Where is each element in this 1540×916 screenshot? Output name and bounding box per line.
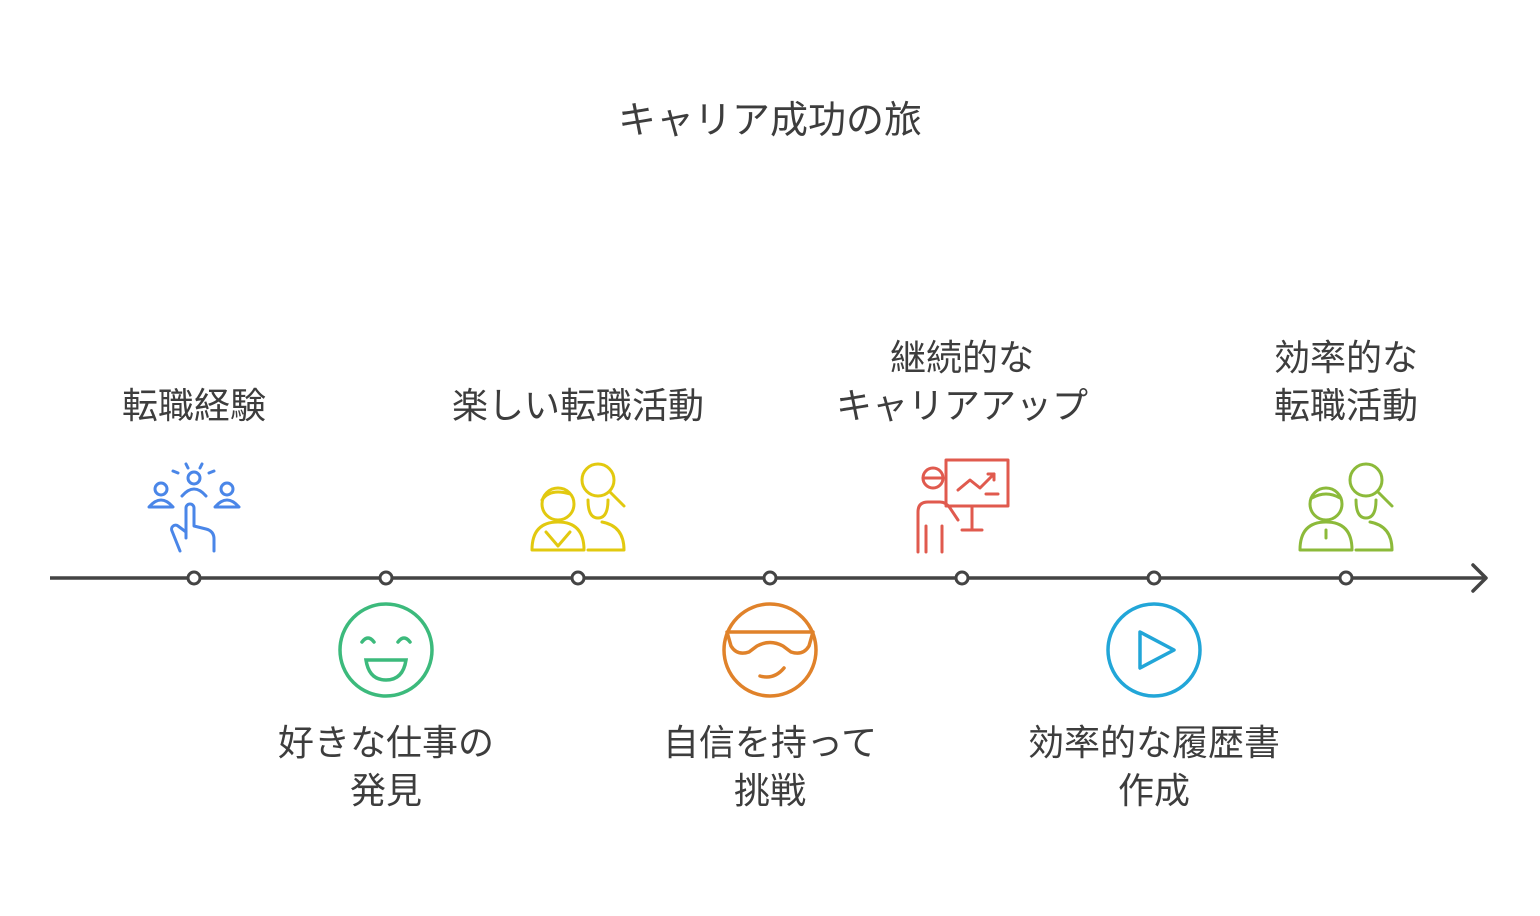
diagram-title: キャリア成功の旅 bbox=[617, 98, 922, 142]
play-button-icon bbox=[1106, 602, 1202, 698]
step-label: 効率的な転職活動 bbox=[1176, 335, 1516, 431]
step-label-line: 自信を持って bbox=[662, 723, 878, 764]
timeline-marker bbox=[378, 570, 394, 586]
smiling-face-icon bbox=[338, 602, 434, 698]
step-label: 楽しい転職活動 bbox=[408, 335, 748, 431]
step-label-line: 転職経験 bbox=[121, 386, 266, 427]
step-label: 効率的な履歴書作成 bbox=[984, 720, 1324, 816]
step-label-line: 作成 bbox=[1117, 771, 1190, 812]
timeline-markers bbox=[186, 570, 1354, 586]
timeline-marker bbox=[762, 570, 778, 586]
timeline-arrowhead bbox=[1471, 563, 1488, 593]
step-label-line: 発見 bbox=[349, 771, 422, 812]
step-label-line: 効率的な bbox=[1273, 338, 1418, 379]
people-pointer-icon bbox=[147, 462, 241, 553]
timeline-marker bbox=[186, 570, 202, 586]
step-label-line: 継続的な bbox=[889, 338, 1034, 379]
sunglasses-face-icon bbox=[722, 602, 818, 698]
people-search-icon bbox=[1298, 462, 1394, 552]
step-label-line: 好きな仕事の bbox=[277, 723, 494, 764]
timeline-marker bbox=[954, 570, 970, 586]
timeline-marker bbox=[1338, 570, 1354, 586]
step-label: 継続的なキャリアアップ bbox=[792, 335, 1132, 431]
step-label-line: 効率的な履歴書 bbox=[1027, 723, 1280, 764]
presenter-chart-icon bbox=[916, 458, 1010, 554]
step-label: 自信を持って挑戦 bbox=[600, 720, 940, 816]
people-search-icon bbox=[530, 462, 626, 552]
step-label: 好きな仕事の発見 bbox=[216, 720, 556, 816]
step-label-line: 楽しい転職活動 bbox=[451, 386, 704, 427]
step-label-line: 挑戦 bbox=[733, 771, 806, 812]
step-label: 転職経験 bbox=[24, 335, 364, 431]
timeline-marker bbox=[1146, 570, 1162, 586]
timeline-marker bbox=[570, 570, 586, 586]
step-label-line: 転職活動 bbox=[1273, 386, 1418, 427]
step-label-line: キャリアアップ bbox=[835, 386, 1088, 427]
